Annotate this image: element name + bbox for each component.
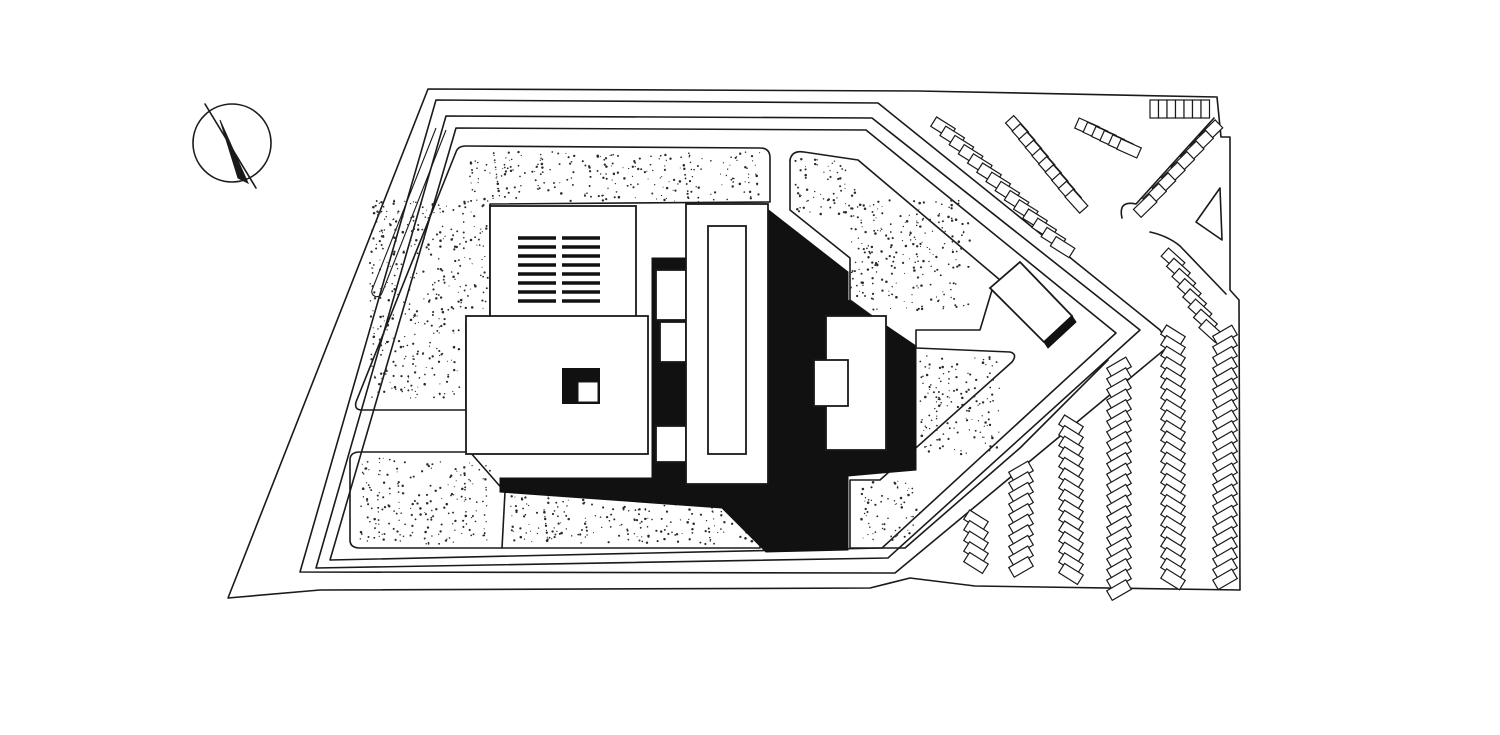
building-gatehouse bbox=[988, 260, 1077, 349]
landscape-area-north bbox=[354, 145, 771, 411]
parking-lot bbox=[929, 99, 1239, 602]
site-boundary bbox=[227, 88, 1241, 599]
building-central-tower bbox=[685, 203, 769, 485]
north-arrow-icon bbox=[192, 103, 272, 189]
roof-slats bbox=[518, 236, 600, 303]
perimeter-road bbox=[299, 99, 1171, 574]
building-east-block bbox=[813, 315, 887, 451]
building-west-wing bbox=[465, 205, 687, 463]
traffic-island bbox=[1120, 117, 1227, 295]
